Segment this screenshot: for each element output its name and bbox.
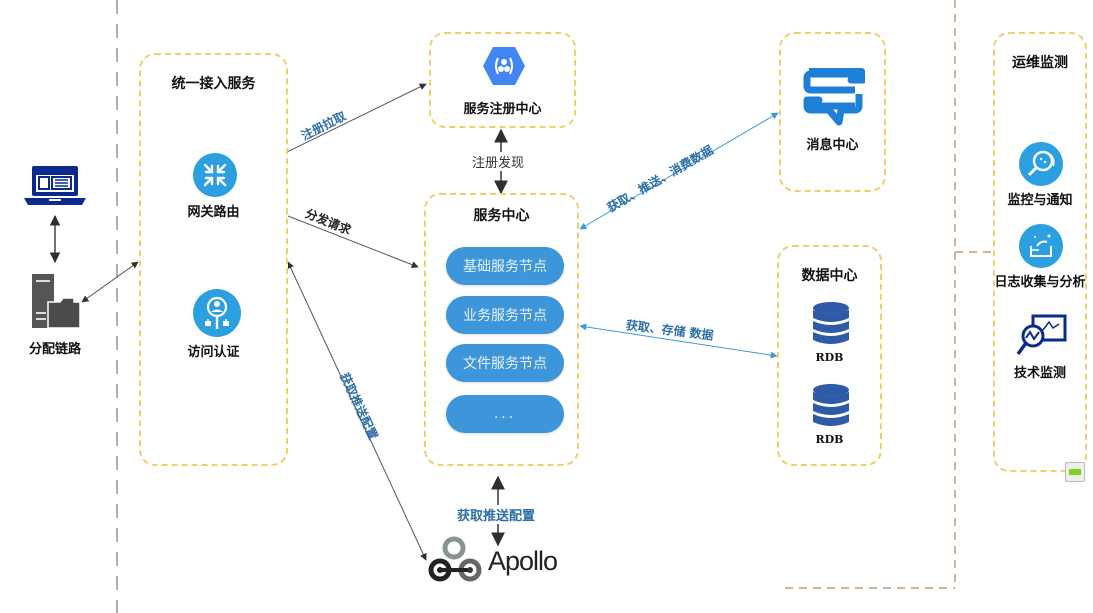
client-label: 分配链路 — [28, 342, 81, 357]
data-center-title: 数据中心 — [801, 268, 858, 284]
edge-server-access — [81, 261, 139, 303]
edge-label-register-discover: 注册发现 — [472, 152, 525, 171]
edge-label-config-bottom: 获取推送配置 — [455, 505, 538, 524]
tech-monitor-icon[interactable] — [1015, 312, 1067, 358]
message-center-label: 消息中心 — [806, 138, 859, 153]
service-node-basic[interactable]: 基础服务节点 — [446, 247, 564, 285]
service-center-box: 服务中心 基础服务节点 业务服务节点 文件服务节点 ... — [424, 193, 579, 466]
registry-box: 服务注册中心 — [429, 32, 576, 128]
monitor-notify-icon[interactable] — [1019, 142, 1063, 186]
server-folder-icon — [32, 274, 81, 329]
apollo-wordmark: Apollo — [488, 546, 558, 576]
database-icon[interactable] — [812, 384, 850, 428]
laptop-icon — [24, 166, 86, 205]
ops-box: 运维监测 监控与通知 日志收集与分析 技术监测 — [993, 32, 1087, 472]
registry-icon[interactable] — [482, 46, 526, 86]
edge-access-apollo — [287, 261, 427, 561]
status-indicator[interactable] — [1065, 462, 1085, 482]
client-group: 分配链路 — [0, 160, 110, 360]
message-center-icon[interactable] — [801, 68, 865, 126]
ops-title: 运维监测 — [1012, 55, 1068, 71]
auth-label: 访问认证 — [187, 345, 240, 360]
access-service-box: 统一接入服务 网关路由 访问认证 — [139, 53, 288, 466]
service-node-file[interactable]: 文件服务节点 — [446, 344, 564, 382]
rdb-label-2: RDB — [815, 433, 844, 446]
gateway-icon[interactable] — [193, 153, 237, 197]
log-collect-label: 日志收集与分析 — [994, 275, 1086, 290]
service-center-title: 服务中心 — [473, 208, 530, 224]
log-collect-icon[interactable] — [1019, 224, 1063, 268]
monitor-notify-label: 监控与通知 — [1007, 193, 1073, 208]
auth-icon[interactable] — [193, 289, 241, 337]
service-node-business[interactable]: 业务服务节点 — [446, 296, 564, 334]
message-center-box: 消息中心 — [779, 32, 886, 192]
data-center-box: 数据中心 RDB RDB — [777, 245, 882, 466]
rdb-label-1: RDB — [815, 351, 844, 364]
access-service-title: 统一接入服务 — [171, 76, 256, 92]
edge-service-message — [579, 112, 779, 230]
apollo-logo[interactable]: Apollo — [428, 534, 578, 584]
apollo-logo-icon — [428, 536, 482, 582]
edge-service-data — [579, 323, 778, 359]
service-node-more[interactable]: ... — [446, 395, 564, 433]
tech-monitor-label: 技术监测 — [1013, 366, 1066, 381]
database-icon[interactable] — [812, 302, 850, 346]
registry-label: 服务注册中心 — [463, 102, 542, 117]
gateway-label: 网关路由 — [187, 205, 240, 220]
